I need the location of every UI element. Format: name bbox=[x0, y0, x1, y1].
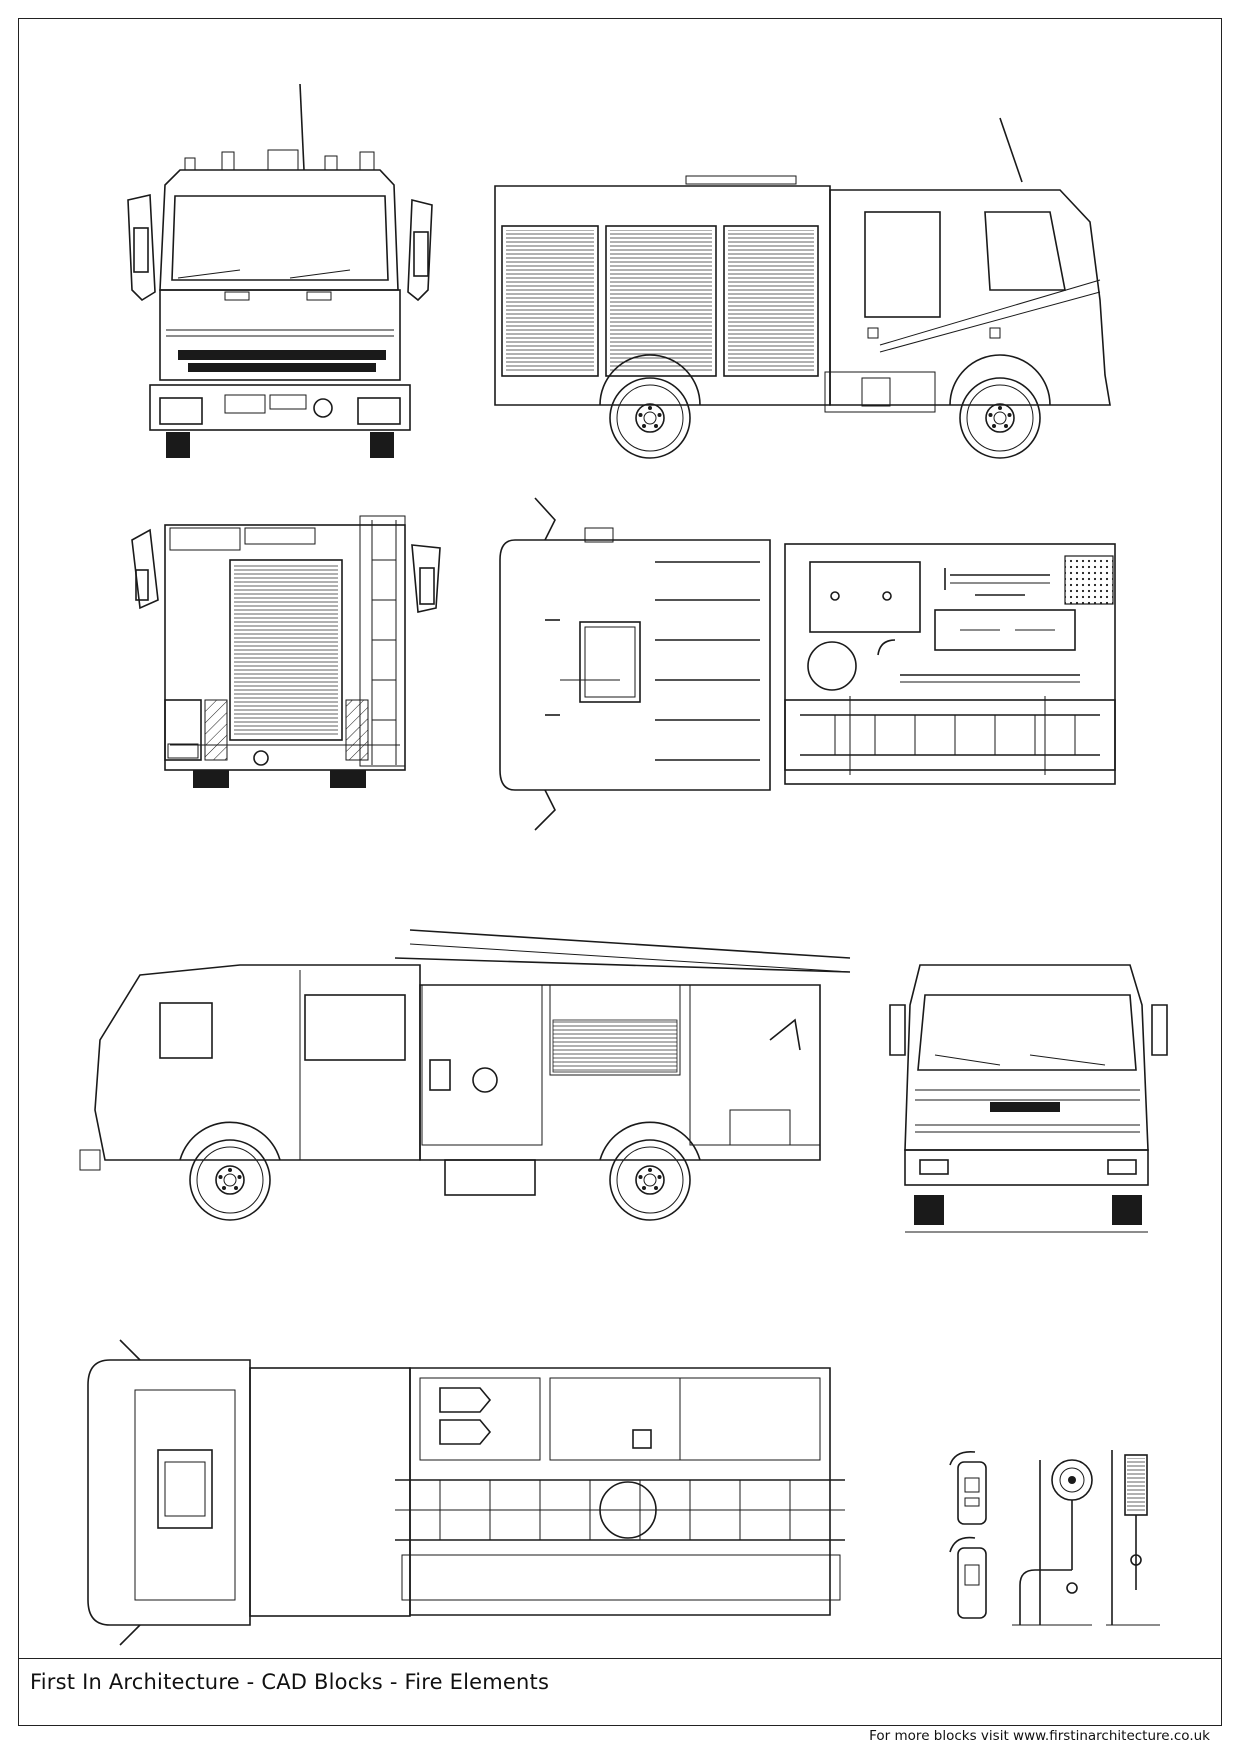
fire-extinguisher-elevations bbox=[949, 1450, 987, 1619]
sheet-border bbox=[18, 18, 1222, 1726]
truck2-side-view bbox=[79, 929, 851, 1221]
truck1-plan-view bbox=[499, 497, 1116, 831]
footer-link-text: For more blocks visit www.firstinarchite… bbox=[869, 1728, 1210, 1744]
title-block bbox=[18, 1658, 1222, 1726]
sheet-title: First In Architecture - CAD Blocks - Fir… bbox=[30, 1670, 550, 1694]
hose-reel-elevations bbox=[1012, 1450, 1160, 1626]
truck1-rear-view bbox=[131, 515, 441, 788]
truck1-side-view bbox=[494, 117, 1111, 459]
truck2-front-view bbox=[889, 964, 1168, 1233]
truck1-front-view bbox=[127, 83, 433, 458]
truck2-plan-view bbox=[87, 1339, 845, 1646]
